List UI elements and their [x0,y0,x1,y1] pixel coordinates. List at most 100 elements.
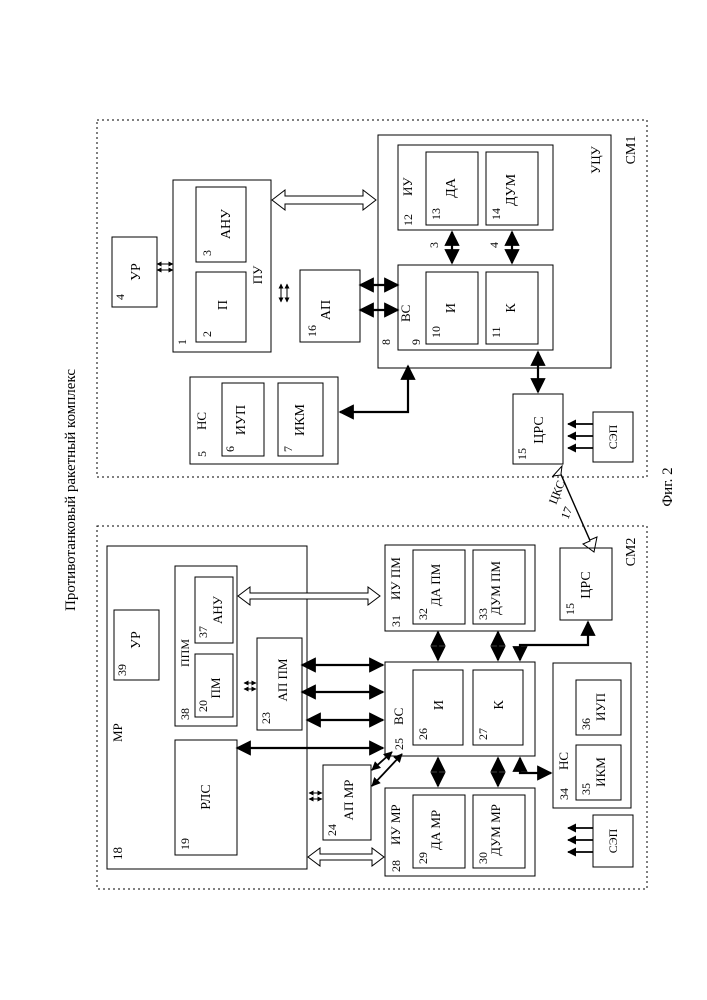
cks-link: 17 ЦКС [546,462,604,552]
svg-text:И: И [432,700,447,710]
sm2-crs-block: 15 ЦРС [560,548,612,620]
svg-text:6: 6 [223,446,237,452]
svg-text:25: 25 [392,738,406,750]
svg-text:28: 28 [389,860,403,872]
svg-text:ЦРС: ЦРС [579,571,594,598]
svg-text:23: 23 [259,712,273,724]
svg-text:4: 4 [113,294,127,300]
svg-text:3: 3 [200,250,214,256]
sm1-boundary [97,120,647,477]
svg-text:9: 9 [409,339,423,345]
sm1-ap-block: 16 АП [300,270,360,342]
sm2-ns-block: 34 НС 35 ИКМ 36 ИУП [553,663,631,808]
svg-text:5: 5 [195,451,209,457]
svg-text:2: 2 [200,331,214,337]
svg-text:ИУ ПМ: ИУ ПМ [388,557,403,600]
svg-text:ДУМ ПМ: ДУМ ПМ [488,561,503,615]
sm1-ns-block: 5 НС 6 ИУП 7 ИКМ [190,377,338,464]
svg-text:36: 36 [579,718,593,730]
sm2-boundary [97,526,647,889]
svg-text:37: 37 [196,626,210,638]
sm1-ucu-block: УЦУ 12 ИУ 13 ДА 14 ДУМ 8 ВС 9 10 И 11 К … [378,135,611,368]
svg-text:НС: НС [556,752,571,770]
svg-text:1: 1 [175,339,189,345]
svg-text:35: 35 [579,783,593,795]
sm1-label: СМ1 [624,136,639,165]
svg-text:К: К [492,700,507,710]
svg-text:10: 10 [429,326,443,338]
svg-text:ИКМ: ИКМ [293,404,308,436]
svg-text:3: 3 [427,242,441,248]
svg-text:НС: НС [194,412,209,430]
svg-text:СЭП: СЭП [606,424,620,449]
sm2-ppm-iupm-bus [238,587,380,605]
sm1-sep-block: СЭП [568,412,633,462]
sm2-appm-block: 23 АП ПМ [257,638,302,730]
svg-text:УР: УР [129,631,144,649]
svg-text:УЦУ: УЦУ [588,145,603,174]
svg-text:АП МР: АП МР [341,780,356,821]
svg-text:ИКМ: ИКМ [593,757,608,787]
svg-text:ИУП: ИУП [593,693,608,721]
svg-text:К: К [504,303,519,313]
svg-text:ЦКС: ЦКС [546,478,568,506]
svg-text:16: 16 [305,325,319,337]
svg-text:31: 31 [389,615,403,627]
sm2-vs-block: 25 ВС 26 И 27 К [385,662,535,756]
figure-caption: Фиг. 2 [660,467,676,506]
svg-text:АП: АП [319,300,334,320]
svg-text:ПМ: ПМ [208,677,223,698]
svg-text:32: 32 [416,608,430,620]
sm2-sep-block: СЭП [568,815,633,867]
svg-text:ДУМ МР: ДУМ МР [488,804,503,856]
svg-text:МР: МР [110,723,125,742]
svg-text:19: 19 [178,838,192,850]
svg-text:П: П [216,300,231,310]
svg-text:АНУ: АНУ [219,209,234,239]
svg-text:15: 15 [563,603,577,615]
svg-text:34: 34 [557,788,571,800]
svg-text:ИУ МР: ИУ МР [388,804,403,845]
svg-text:4: 4 [487,242,501,248]
sm1-ur-block: 4 УР [112,237,157,307]
svg-text:ИУП: ИУП [234,405,249,435]
svg-text:ДА МР: ДА МР [428,810,443,850]
svg-text:УР: УР [129,263,144,281]
svg-text:СЭП: СЭП [606,828,620,853]
sm1-crs-block: 15 ЦРС [513,394,563,464]
svg-text:39: 39 [115,664,129,676]
svg-text:15: 15 [515,448,529,460]
svg-text:8: 8 [379,339,393,345]
svg-text:13: 13 [429,208,443,220]
svg-text:ДА: ДА [444,177,459,198]
svg-text:27: 27 [476,728,490,740]
svg-text:ВС: ВС [398,305,413,322]
svg-text:АНУ: АНУ [210,595,225,624]
sm2-iupm-block: 31 ИУ ПМ 32 ДА ПМ 33 ДУМ ПМ [385,545,535,631]
sm2-mr-iumr-bus [308,848,384,866]
svg-text:ЦРС: ЦРС [532,416,547,443]
svg-text:ИУ: ИУ [400,177,415,196]
svg-text:11: 11 [489,326,503,338]
svg-text:ВС: ВС [391,708,406,725]
svg-text:РЛС: РЛС [199,784,214,810]
svg-text:12: 12 [401,214,415,226]
svg-text:АП ПМ: АП ПМ [275,658,290,701]
svg-text:24: 24 [325,824,339,836]
sm1-pu-iu-bus [272,190,376,210]
page-title: Противотанковый ракетный комплекс [63,369,79,611]
svg-text:29: 29 [416,852,430,864]
sm2-iumr-block: 28 ИУ МР 29 ДА МР 30 ДУМ МР [385,788,535,876]
sm1-pu-block: 1 ПУ 2 П 3 АНУ [173,180,271,352]
svg-text:ППМ: ППМ [178,639,192,667]
svg-text:38: 38 [178,708,192,720]
sm2-apmr-block: 24 АП МР [323,765,371,840]
svg-text:7: 7 [281,446,295,452]
svg-text:26: 26 [416,728,430,740]
svg-text:20: 20 [196,700,210,712]
svg-text:14: 14 [489,208,503,220]
svg-text:18: 18 [110,847,125,860]
svg-text:И: И [444,303,459,313]
sm2-label: СМ2 [624,538,639,567]
